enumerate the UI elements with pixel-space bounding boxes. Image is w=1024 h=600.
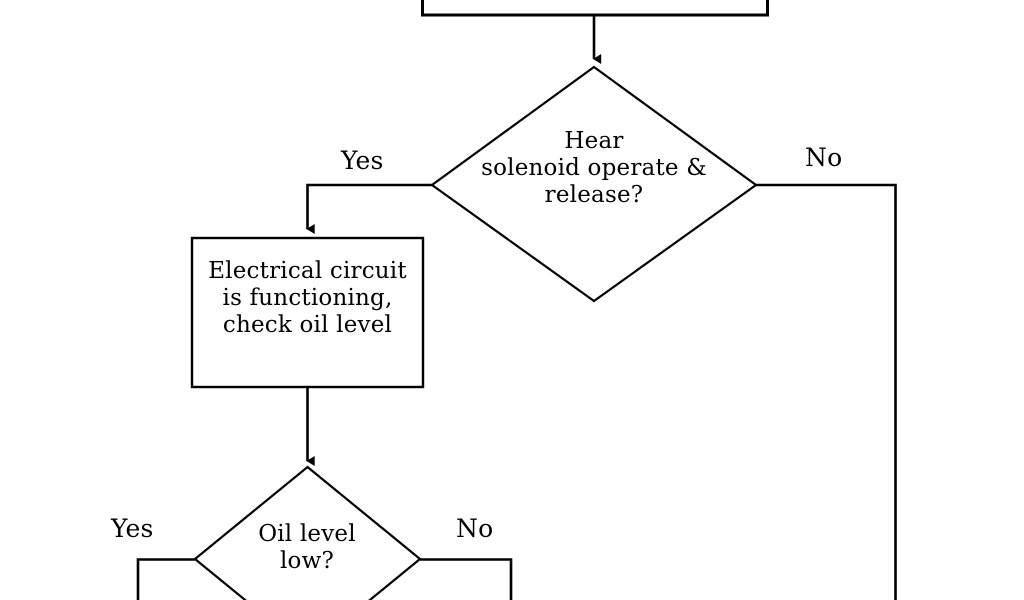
electrical-circuit-line-2: is functioning, xyxy=(222,285,393,312)
electrical-circuit-line-1: Electrical circuit xyxy=(208,258,407,284)
oil-level-decision-shape xyxy=(193,465,422,600)
oil-level-decision-label: Oil level low? xyxy=(207,521,407,575)
edge-oil-no xyxy=(420,558,513,600)
edge-solenoid-yes xyxy=(306,183,432,234)
edge-label-solenoid-no: No xyxy=(805,143,843,172)
edge-oil-yes xyxy=(136,558,195,600)
hear-solenoid-decision-shape xyxy=(430,65,758,303)
hear-solenoid-decision-label: Hear solenoid operate & release? xyxy=(444,128,744,209)
top-box-shape xyxy=(421,0,769,17)
edge-solenoid-no xyxy=(756,183,897,600)
edge-label-oil-no: No xyxy=(456,514,494,543)
electrical-circuit-line-3: check oil level xyxy=(222,312,393,339)
edge-label-oil-yes: Yes xyxy=(111,514,154,543)
oil-level-line-2: low? xyxy=(279,548,335,575)
oil-level-line-1: Oil level xyxy=(258,521,356,547)
hear-solenoid-line-1: Hear xyxy=(564,128,624,154)
hear-solenoid-line-3: release? xyxy=(544,182,644,209)
hear-solenoid-line-2: solenoid operate & xyxy=(481,155,707,182)
electrical-circuit-box-label: Electrical circuit is functioning, check… xyxy=(192,258,423,339)
edge-label-solenoid-yes: Yes xyxy=(341,146,384,175)
electrical-circuit-box-shape xyxy=(190,236,425,389)
